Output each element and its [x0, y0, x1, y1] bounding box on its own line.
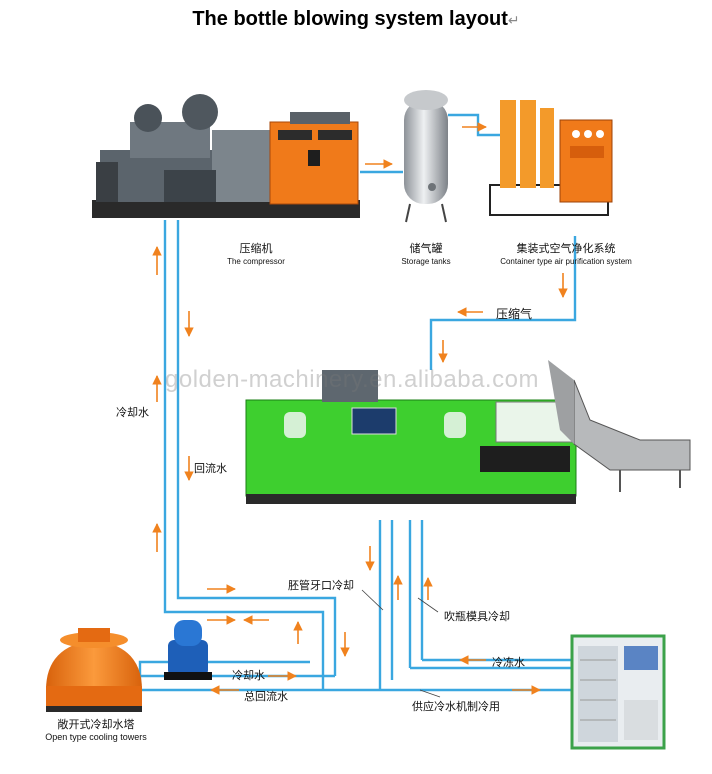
- label-compressor-en: The compressor: [227, 257, 285, 266]
- label-preform-neck-cooling: 胚管牙口冷却: [288, 580, 354, 592]
- label-purifier-en: Container type air purification system: [500, 257, 632, 266]
- watermark: golden-machinery.en.alibaba.com: [165, 366, 539, 393]
- label-storage-en: Storage tanks: [401, 257, 451, 266]
- return-mark: ↵: [507, 12, 520, 28]
- arrow-lead-supply: [419, 689, 441, 698]
- label-cooling-tower-cn: 敞开式冷却水塔: [57, 719, 135, 731]
- label-storage-cn: 储气罐: [409, 243, 443, 255]
- storage-tank: [404, 90, 448, 223]
- pipes: [138, 113, 577, 692]
- blow-molding-machine: [245, 360, 691, 504]
- flow-arrows: [152, 122, 568, 698]
- water-pump: [164, 620, 212, 680]
- label-compressed-air: 压缩气: [496, 307, 533, 321]
- label-chiller-supply: 供应冷水机制冷用: [412, 701, 500, 713]
- label-chilled-water: 冷冻水: [492, 657, 525, 669]
- label-cooling-tower-en: Open type cooling towers: [45, 732, 147, 742]
- label-purifier-cn: 集装式空气净化系统: [516, 243, 616, 255]
- label-return-water-left: 回流水: [194, 463, 227, 475]
- label-compressor-cn: 压缩机: [239, 243, 273, 255]
- arrow-lead-mold: [417, 597, 439, 613]
- label-cooling-water-bottom: 冷却水: [232, 670, 265, 682]
- label-blow-mold-cooling: 吹瓶模具冷却: [444, 611, 510, 623]
- water-chiller: [570, 634, 666, 750]
- pipe-storage-purifier: [448, 113, 502, 137]
- arrow-lead-neck: [361, 589, 384, 611]
- cooling-tower: [46, 628, 142, 712]
- diagram-title: The bottle blowing system layout↵: [192, 8, 520, 30]
- compressor-unit: [92, 94, 360, 218]
- label-total-return-water: 总回流水: [244, 691, 288, 703]
- pipe-compressed-air: [429, 236, 577, 370]
- label-cooling-water-left: 冷却水: [116, 407, 149, 419]
- pipe-left-return: [176, 220, 337, 676]
- air-purifier-system: [489, 100, 613, 216]
- pipe-left-supply: [163, 220, 325, 690]
